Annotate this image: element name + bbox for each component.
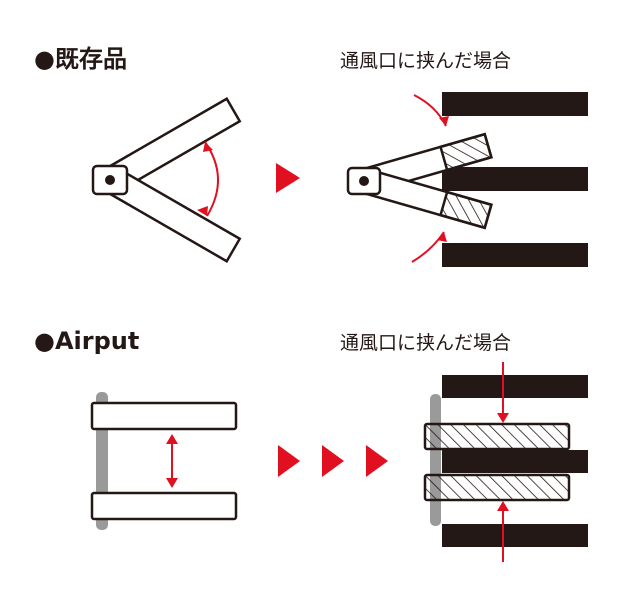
- clip-spine: [430, 394, 441, 526]
- pressure-arrow: [413, 94, 447, 127]
- arrowhead-icon: [166, 478, 178, 488]
- arrowhead-icon: [497, 501, 509, 511]
- hinge-pin-icon: [359, 176, 369, 186]
- clip-plate-lower: [423, 473, 571, 502]
- airput-vent-caption: 通風口に挟んだ場合: [340, 332, 511, 354]
- arrowhead-icon: [497, 413, 509, 423]
- vent-slat: [442, 375, 588, 398]
- arrowhead-icon: [197, 206, 208, 216]
- arrowhead-icon: [437, 232, 447, 242]
- clip-contact-zone: [438, 132, 493, 172]
- next-arrow-icon: [278, 445, 300, 477]
- arrowhead-icon: [439, 116, 449, 126]
- existing-vent-caption: 通風口に挟んだ場合: [340, 50, 511, 72]
- existing-clip-on-vent: [346, 92, 588, 267]
- airput-clip-open: [90, 392, 238, 530]
- pressure-arrow: [411, 231, 445, 263]
- clip-plate-upper: [423, 422, 571, 451]
- vent-slat: [442, 243, 588, 267]
- airput-clip-on-vent: [423, 362, 588, 562]
- airput-product-title: ●Airput: [34, 327, 139, 355]
- clip-contact-zone: [438, 190, 493, 230]
- next-arrow-icon: [366, 445, 388, 477]
- opening-angle-arrow: [204, 141, 219, 217]
- clip-plate-lower: [90, 491, 238, 521]
- bullet-icon: ●: [34, 45, 55, 73]
- arrowhead-icon: [166, 434, 178, 444]
- vent-slat: [442, 450, 588, 473]
- vent-slat: [442, 92, 588, 116]
- hinge-pin-icon: [105, 175, 115, 185]
- clip-plate-upper: [90, 401, 238, 431]
- arrowhead-icon: [203, 142, 213, 152]
- existing-clip-open: [91, 97, 242, 263]
- next-arrow-icon: [322, 445, 344, 477]
- vent-slat: [442, 524, 588, 547]
- existing-product-title: ●既存品: [34, 45, 127, 73]
- next-arrow-icon: [276, 163, 300, 193]
- vent-slat: [442, 167, 588, 191]
- bullet-icon: ●: [34, 327, 55, 355]
